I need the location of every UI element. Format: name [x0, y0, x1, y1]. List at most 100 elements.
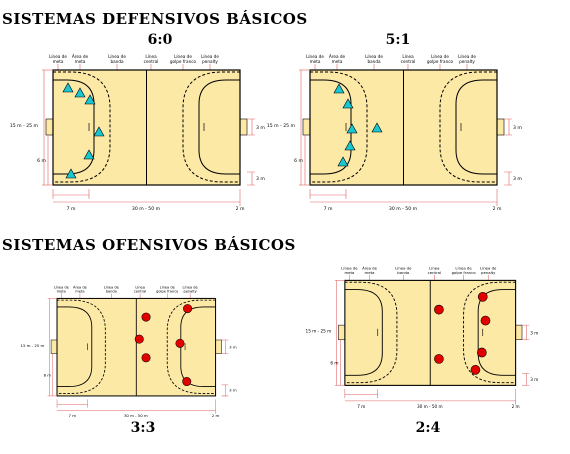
seven-meter-label: 7 m	[357, 404, 365, 409]
court-defensive-6-0: Línea de meta Área de meta Línea de band…	[10, 52, 270, 212]
right-goal	[239, 118, 248, 136]
width-dimension-label: 15 m - 25 m	[10, 123, 39, 129]
right-goal	[515, 324, 523, 341]
six-meter-label: 6 m	[294, 158, 303, 164]
attacker-marker	[434, 304, 444, 315]
center-line-label-2: central	[134, 290, 146, 294]
handball-court-diagram: Línea de meta Área de meta Línea de band…	[10, 54, 266, 212]
player-markers	[62, 82, 105, 179]
goal-line-label-2: meta	[57, 290, 66, 294]
free-throw-line-label-1: Línea de	[455, 265, 472, 270]
attacker-marker	[434, 354, 444, 364]
goal-line-label-2: meta	[344, 270, 354, 275]
dimension-lines	[299, 69, 512, 206]
handball-court-diagram: Línea de meta Área de meta Línea de band…	[267, 54, 523, 212]
side-line-label-1: Línea de	[365, 54, 383, 59]
diagram-label-5-1: 5:1	[385, 32, 411, 48]
left-goal-area-line	[344, 289, 383, 376]
right-goal	[215, 339, 222, 354]
side-line-label-1: Línea de	[395, 265, 412, 270]
length-dimension-label: 30 m - 50 m	[124, 413, 148, 418]
left-goal-area-line	[53, 79, 95, 175]
handball-court-diagram: Línea de meta Área de meta Línea de band…	[20, 284, 237, 418]
six-meter-label: 6 m	[37, 158, 46, 164]
defensive-systems-heading: SISTEMAS DEFENSIVOS BÁSICOS	[2, 10, 308, 28]
seven-meter-label: 7 m	[324, 206, 333, 212]
goal-area-label-1: Área de	[362, 265, 377, 270]
attacker-marker	[134, 334, 144, 344]
left-goal	[338, 324, 346, 341]
seven-meter-label: 7 m	[67, 206, 76, 212]
free-throw-line-label-2: golpe franco	[452, 270, 477, 275]
goal-height-label: 3 m	[229, 388, 237, 393]
penalty-line-label-2: penalty	[202, 59, 218, 64]
goal-line-label-1: Línea de	[341, 265, 358, 270]
goal-line-label-2: meta	[310, 59, 321, 64]
court-offensive-3-3: Línea de meta Área de meta Línea de band…	[20, 282, 241, 420]
free-throw-line-label-1: Línea de	[160, 285, 175, 289]
left-goal	[302, 118, 311, 136]
dimension-lines	[42, 69, 255, 206]
attacker-marker	[175, 338, 185, 348]
two-meter-label: 2 m	[512, 404, 520, 409]
goal-line-label-1: Línea de	[306, 54, 324, 59]
free-throw-line-label-2: golpe franco	[170, 59, 197, 64]
six-meter-label: 6 m	[330, 360, 338, 365]
offensive-systems-heading: SISTEMAS OFENSIVOS BÁSICOS	[2, 236, 296, 254]
free-throw-line-label-1: Línea de	[431, 54, 449, 59]
defender-marker	[371, 122, 383, 133]
left-free-throw-line	[57, 299, 106, 394]
length-dimension-label: 30 m - 50 m	[132, 206, 161, 212]
width-dimension-label: 15 m - 25 m	[267, 123, 296, 129]
goal-height-label: 3 m	[513, 176, 522, 182]
center-line-label-1: Línea	[145, 54, 157, 59]
length-dimension-label: 30 m - 50 m	[389, 206, 418, 212]
six-meter-label: 6 m	[44, 372, 52, 377]
left-free-throw-line	[310, 71, 368, 183]
diagram-label-6-0: 6:0	[147, 32, 173, 48]
attacker-marker	[182, 377, 192, 387]
goal-area-label-1: Área de	[72, 54, 89, 59]
defender-marker	[83, 149, 95, 160]
diagram-label-2-4: 2:4	[415, 420, 441, 436]
defender-marker	[333, 83, 345, 94]
defender-marker	[65, 168, 77, 179]
dimension-lines	[47, 298, 229, 414]
goal-width-label: 3 m	[530, 330, 538, 335]
defender-marker	[346, 123, 358, 134]
penalty-line-label-2: penalty	[183, 290, 196, 294]
attacker-marker	[480, 315, 491, 326]
player-markers	[434, 291, 491, 375]
two-meter-label: 2 m	[212, 413, 220, 418]
player-markers	[134, 304, 193, 387]
center-line-label-1: Línea	[402, 54, 414, 59]
right-goal	[496, 118, 505, 136]
side-line-label-2: banda	[110, 59, 124, 64]
penalty-line-label-2: penalty	[481, 270, 496, 275]
attacker-marker	[477, 291, 488, 302]
side-line-label-2: banda	[397, 270, 409, 275]
right-free-throw-line	[182, 71, 240, 183]
free-throw-line-label-1: Línea de	[174, 54, 192, 59]
defender-marker	[84, 94, 96, 105]
right-goal-area-line	[198, 79, 240, 175]
goal-line-label-1: Línea de	[49, 54, 67, 59]
attacker-marker	[183, 304, 193, 314]
handball-court-diagram: Línea de meta Área de meta Línea de band…	[306, 265, 539, 409]
goal-area-label-2: meta	[332, 59, 343, 64]
goal-line-label-2: meta	[53, 59, 64, 64]
free-throw-line-label-2: golpe franco	[156, 290, 178, 294]
right-goal-area-line	[455, 79, 497, 175]
side-line-label-2: banda	[367, 59, 381, 64]
goal-area-label-1: Área de	[73, 284, 87, 289]
goal-area-label-1: Área de	[329, 54, 346, 59]
goal-area-label-2: meta	[365, 270, 375, 275]
two-meter-label: 2 m	[236, 206, 245, 212]
attacker-marker	[476, 347, 487, 358]
side-line-label-2: banda	[106, 290, 117, 294]
court-offensive-2-4: Línea de meta Área de meta Línea de band…	[306, 262, 543, 412]
attacker-marker	[141, 312, 151, 322]
seven-meter-label: 7 m	[69, 413, 77, 418]
length-dimension-label: 30 m - 50 m	[417, 404, 443, 409]
attacker-marker	[470, 365, 481, 375]
